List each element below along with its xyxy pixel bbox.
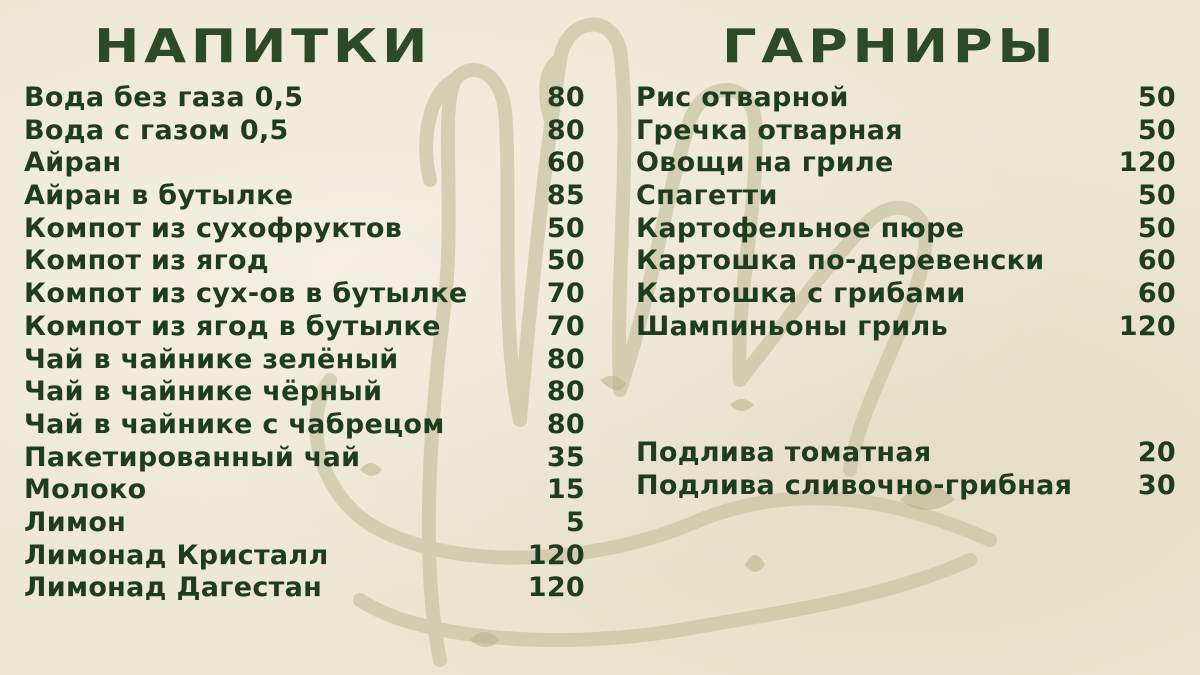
- item-name: Компот из сухофруктов: [24, 212, 403, 244]
- menu-item: Чай в чайнике чёрный 80: [24, 376, 585, 409]
- item-price: 50: [1137, 180, 1176, 212]
- item-price: 60: [1137, 278, 1176, 310]
- item-name: Вода с газом 0,5: [24, 114, 289, 146]
- item-price: 50: [546, 245, 585, 277]
- item-name: Пакетированный чай: [24, 441, 361, 473]
- item-price: 60: [1137, 245, 1176, 277]
- item-name: Компот из сух-ов в бутылке: [24, 278, 468, 310]
- item-price: 70: [546, 278, 585, 310]
- menu-item: Вода с газом 0,5 80: [24, 115, 585, 148]
- menu-item: Компот из сух-ов в бутылке 70: [24, 278, 585, 311]
- menu-item: Компот из сухофруктов 50: [24, 213, 585, 246]
- item-price: 120: [1118, 310, 1176, 342]
- menu-item: Айран 60: [24, 147, 585, 180]
- item-name: Чай в чайнике с чабрецом: [24, 408, 445, 440]
- item-price: 30: [1137, 469, 1176, 501]
- item-price: 20: [1137, 437, 1176, 468]
- menu-item: Картофельное пюре 50: [636, 213, 1176, 246]
- menu-item: Вода без газа 0,5 80: [24, 82, 585, 115]
- menu-item: Подлива томатная 20: [636, 437, 1176, 470]
- menu-item: Молоко 15: [24, 474, 585, 507]
- item-name: Спагетти: [636, 180, 778, 212]
- item-price: 80: [546, 114, 585, 146]
- item-price: 50: [1137, 82, 1176, 113]
- item-price: 85: [546, 180, 585, 212]
- item-name: Рис отварной: [636, 82, 849, 113]
- item-price: 70: [546, 310, 585, 342]
- item-name: Подлива сливочно-грибная: [636, 469, 1073, 501]
- item-name: Вода без газа 0,5: [24, 82, 304, 113]
- sides-heading: ГАРНИРЫ: [722, 19, 1059, 73]
- menu-item: Компот из ягод 50: [24, 245, 585, 278]
- menu-item: Лимон 5: [24, 507, 585, 540]
- item-name: Лимонад Дагестан: [24, 572, 323, 604]
- item-name: Молоко: [24, 474, 147, 506]
- item-name: Чай в чайнике зелёный: [24, 343, 399, 375]
- item-price: 80: [546, 408, 585, 440]
- item-price: 120: [527, 572, 585, 604]
- item-price: 120: [527, 539, 585, 571]
- menu-item: Лимонад Дагестан 120: [24, 572, 585, 605]
- item-price: 15: [546, 474, 585, 506]
- drinks-heading: НАПИТКИ: [94, 19, 433, 73]
- item-price: 80: [546, 376, 585, 408]
- item-name: Айран в бутылке: [24, 180, 294, 212]
- sauces-list: Подлива томатная 20 Подлива сливочно-гриб…: [636, 437, 1176, 502]
- item-name: Подлива томатная: [636, 437, 932, 468]
- sides-list: Рис отварной 50 Гречка отварная 50 Овощи н…: [636, 82, 1176, 344]
- menu-item: Спагетти 50: [636, 180, 1176, 213]
- menu-item: Картошка по-деревенски 60: [636, 245, 1176, 278]
- item-price: 5: [565, 506, 585, 538]
- item-price: 50: [546, 212, 585, 244]
- item-name: Картошка по-деревенски: [636, 245, 1045, 277]
- menu-item: Картошка с грибами 60: [636, 278, 1176, 311]
- drinks-list: Вода без газа 0,5 80 Вода с газом 0,5 80 А…: [24, 82, 585, 605]
- menu-item: Пакетированный чай 35: [24, 442, 585, 475]
- menu-item: Овощи на гриле 120: [636, 147, 1176, 180]
- item-price: 60: [546, 147, 585, 179]
- item-name: Айран: [24, 147, 122, 179]
- item-price: 50: [1137, 114, 1176, 146]
- item-name: Лимонад Кристалл: [24, 539, 329, 571]
- menu-item: Чай в чайнике зелёный 80: [24, 344, 585, 377]
- menu-item: Рис отварной 50: [636, 82, 1176, 115]
- item-price: 35: [546, 441, 585, 473]
- item-name: Картошка с грибами: [636, 278, 966, 310]
- item-name: Компот из ягод в бутылке: [24, 310, 441, 342]
- item-price: 120: [1118, 147, 1176, 179]
- item-name: Гречка отварная: [636, 114, 903, 146]
- item-name: Овощи на гриле: [636, 147, 894, 179]
- item-name: Шампиньоны гриль: [636, 310, 948, 342]
- item-name: Картофельное пюре: [636, 212, 965, 244]
- menu-item: Чай в чайнике с чабрецом 80: [24, 409, 585, 442]
- menu-item: Айран в бутылке 85: [24, 180, 585, 213]
- item-name: Лимон: [24, 506, 127, 538]
- item-price: 50: [1137, 212, 1176, 244]
- menu-item: Компот из ягод в бутылке 70: [24, 311, 585, 344]
- menu-item: Лимонад Кристалл 120: [24, 540, 585, 573]
- item-price: 80: [546, 343, 585, 375]
- menu-item: Шампиньоны гриль 120: [636, 311, 1176, 344]
- item-name: Чай в чайнике чёрный: [24, 376, 383, 408]
- item-price: 80: [546, 82, 585, 113]
- menu-item: Гречка отварная 50: [636, 115, 1176, 148]
- menu-item: Подлива сливочно-грибная 30: [636, 470, 1176, 503]
- item-name: Компот из ягод: [24, 245, 269, 277]
